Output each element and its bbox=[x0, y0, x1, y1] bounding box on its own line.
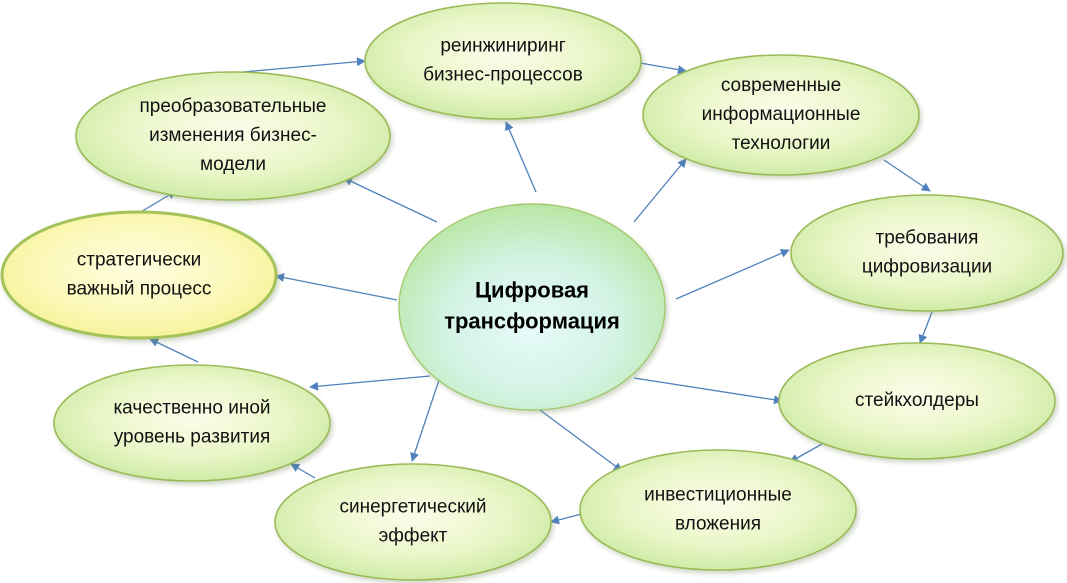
modern-it-label-line: технологии bbox=[732, 133, 831, 154]
business-model-changes-label-line: изменения бизнес- bbox=[149, 125, 317, 146]
business-model-changes-ellipse bbox=[75, 71, 391, 201]
business-model-changes-label-line: преобразовательные bbox=[139, 96, 326, 117]
node-reengineering: реинжиниринг бизнес-процессов bbox=[364, 2, 642, 120]
stakeholders-label-line: стейкхолдеры bbox=[855, 390, 979, 411]
node-stakeholders: стейкхолдеры bbox=[778, 342, 1056, 460]
business-model-changes-label-line: модели bbox=[200, 154, 266, 175]
arrow-reengineering-to-modern-it bbox=[639, 62, 687, 75]
arrow-center-to-investments bbox=[539, 409, 623, 472]
modern-it-ellipse bbox=[642, 54, 920, 176]
arrow-center-to-synergy-effect bbox=[410, 376, 441, 462]
synergy-effect-label-line: синергетический bbox=[339, 497, 486, 518]
node-business-model-changes: преобразовательные изменения бизнес-модел… bbox=[75, 71, 391, 201]
node-modern-it: современные информационные технологии bbox=[642, 54, 920, 176]
new-development-level-label-line: уровень развития bbox=[114, 427, 270, 448]
node-new-development-level: качественно иной уровень развития bbox=[53, 364, 331, 482]
strategic-process-ellipse bbox=[0, 210, 278, 340]
arrow-center-to-stakeholders bbox=[633, 377, 783, 405]
synergy-effect-label-line: эффект bbox=[379, 526, 448, 547]
arrow-center-to-reengineering bbox=[505, 121, 537, 193]
reengineering-ellipse bbox=[364, 2, 642, 120]
modern-it-label-line: информационные bbox=[702, 104, 861, 125]
digitalization-requirements-label-line: требования bbox=[876, 228, 979, 249]
synergy-effect-ellipse bbox=[274, 463, 552, 581]
center-label-line: Цифровая bbox=[475, 277, 589, 302]
arrow-center-to-business-model-changes bbox=[343, 177, 438, 223]
investments-label-line: инвестиционные bbox=[644, 485, 792, 506]
arrow-center-to-modern-it bbox=[633, 158, 687, 223]
arrow-synergy-effect-to-new-development-level bbox=[290, 463, 316, 479]
node-investments: инвестиционные вложения bbox=[579, 449, 857, 571]
modern-it-label-line: современные bbox=[721, 75, 841, 96]
reengineering-label-line: бизнес-процессов bbox=[423, 65, 583, 86]
center-node: Цифровая трансформация bbox=[398, 203, 666, 411]
arrow-stakeholders-to-investments bbox=[789, 443, 823, 463]
arrow-business-model-changes-to-reengineering bbox=[231, 57, 366, 74]
strategic-process-label-line: стратегически bbox=[77, 250, 201, 271]
arrow-modern-it-to-digitalization-requirements bbox=[883, 159, 931, 192]
digitalization-requirements-label-line: цифровизации bbox=[862, 257, 992, 278]
node-synergy-effect: синергетический эффект bbox=[274, 463, 552, 581]
arrow-center-to-digitalization-requirements bbox=[675, 249, 790, 300]
arrow-digitalization-requirements-to-stakeholders bbox=[918, 311, 933, 344]
arrow-center-to-strategic-process bbox=[275, 273, 398, 301]
investments-ellipse bbox=[579, 449, 857, 571]
reengineering-label-line: реинжиниринг bbox=[440, 36, 565, 57]
center-label-line: трансформация bbox=[444, 308, 620, 333]
arrow-investments-to-synergy-effect bbox=[550, 512, 586, 525]
strategic-process-label-line: важный процесс bbox=[67, 279, 212, 300]
investments-label-line: вложения bbox=[675, 514, 761, 535]
edges-layer bbox=[138, 57, 933, 525]
center-ellipse bbox=[398, 203, 666, 411]
new-development-level-ellipse bbox=[53, 364, 331, 482]
node-strategic-process: стратегически важный процесс bbox=[0, 210, 278, 340]
digitalization-requirements-ellipse bbox=[790, 194, 1064, 312]
node-digitalization-requirements: требования цифровизации bbox=[790, 194, 1064, 312]
stakeholders-ellipse bbox=[778, 342, 1056, 460]
arrow-new-development-level-to-strategic-process bbox=[149, 338, 199, 363]
new-development-level-label-line: качественно иной bbox=[113, 398, 270, 419]
arrow-center-to-new-development-level bbox=[309, 375, 431, 391]
